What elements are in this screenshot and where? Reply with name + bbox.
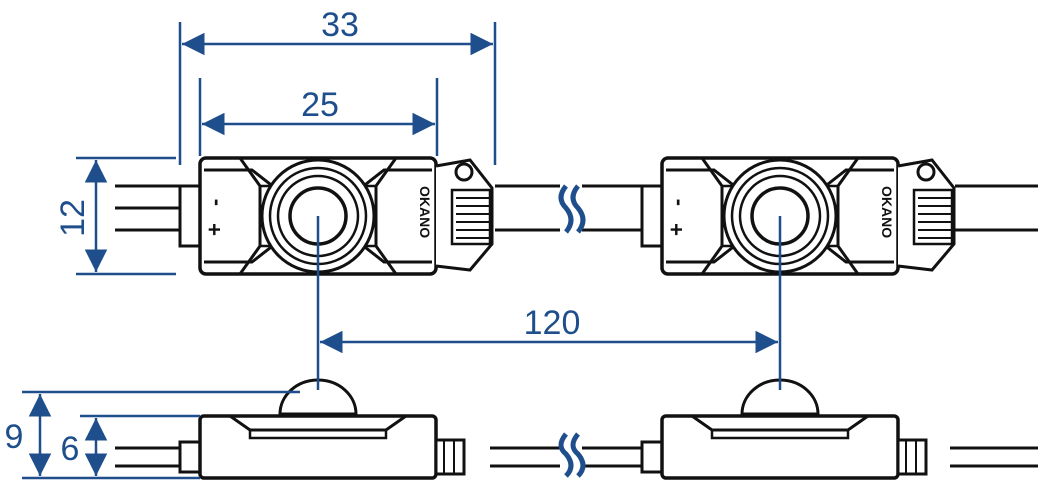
top-view-cables — [115, 184, 1038, 232]
dimension-body-height-label: 6 — [61, 430, 80, 468]
dimension-total-length-label: 33 — [321, 6, 359, 44]
dimension-height — [76, 156, 176, 276]
cable-break-symbol-side — [558, 432, 586, 478]
led-module-top-left: + - OKANO — [178, 156, 494, 276]
dimension-total-length — [178, 22, 497, 165]
led-module-side-right — [640, 378, 928, 480]
polarity-plus-label: + — [202, 223, 227, 236]
dimension-total-height-label: 9 — [5, 418, 24, 456]
side-view-cables — [115, 446, 1038, 468]
dimension-body-length — [198, 78, 439, 156]
dimension-height-label: 12 — [54, 199, 92, 237]
brand-label: OKANO — [879, 186, 895, 238]
brand-label: OKANO — [417, 186, 433, 238]
led-module-top-right: + - OKANO — [640, 156, 956, 276]
dimension-pitch-label: 120 — [524, 304, 581, 342]
dimension-body-length-label: 25 — [301, 86, 339, 124]
polarity-plus-label: + — [664, 223, 689, 236]
dimension-body-height — [80, 414, 200, 476]
led-module-side-left — [178, 378, 466, 480]
dimension-total-height — [22, 390, 300, 480]
cable-break-symbol-top — [558, 184, 586, 234]
polarity-minus-label: - — [664, 199, 689, 206]
dimension-pitch — [316, 216, 782, 390]
polarity-minus-label: - — [202, 199, 227, 206]
